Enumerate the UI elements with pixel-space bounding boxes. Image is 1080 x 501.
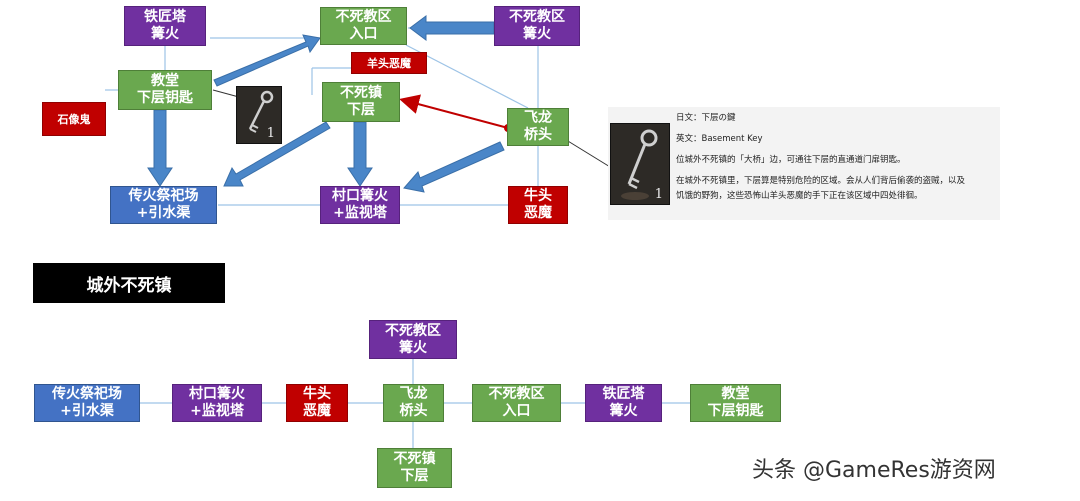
watermark: 头条 @GameRes游资网 [752, 458, 996, 483]
node-label: 下层钥匙 [137, 90, 193, 106]
node-label: 篝火 [609, 403, 638, 419]
node-parish-entrance: 不死教区 入口 [472, 384, 561, 422]
node-church-key: 教堂 下层钥匙 [690, 384, 781, 422]
node-label: 恶魔 [524, 205, 552, 221]
node-label: 教堂 [721, 386, 750, 402]
node-label: 桥头 [399, 403, 428, 419]
node-taurus-demon: 牛头 恶魔 [286, 384, 348, 422]
node-label: 入口 [349, 26, 378, 42]
node-label: +引水渠 [60, 403, 114, 419]
item-desc-line: 饥饿的野狗，这些恐怖山羊头恶魔的手下正在该区域中四处徘徊。 [676, 191, 923, 201]
node-firelink-shrine: 传火祭祀场 +引水渠 [110, 186, 217, 224]
node-label: 铁匠塔 [144, 9, 186, 25]
node-label: 飞龙 [399, 386, 428, 402]
node-lower-burg: 不死镇 下层 [322, 82, 400, 122]
node-label: 篝火 [151, 26, 179, 42]
node-label: 恶魔 [303, 403, 331, 419]
node-label: 传火祭祀场 [128, 188, 199, 204]
item-desc-line: 位城外不死镇的「大桥」边，可通往下层的直通道门扉钥匙。 [676, 155, 906, 165]
node-label: 不死教区 [335, 9, 392, 25]
node-label: 不死教区 [488, 386, 545, 402]
node-drake-bridge: 飞龙 桥头 [383, 384, 444, 422]
node-blacksmith-bonfire: 铁匠塔 篝火 [585, 384, 662, 422]
node-firelink-shrine: 传火祭祀场 +引水渠 [34, 384, 140, 422]
node-label: 传火祭祀场 [52, 386, 122, 402]
item-info-panel: 1 日文：下层の鍵 英文：Basement Key 位城外不死镇的「大桥」边，可… [608, 107, 1000, 220]
key-count: 1 [266, 126, 275, 141]
item-name-en: 英文：Basement Key [676, 134, 763, 144]
node-lower-burg: 不死镇 下层 [377, 448, 452, 488]
node-label: 牛头 [524, 188, 552, 204]
node-taurus-demon-bottom: 牛头 恶魔 [508, 186, 568, 224]
item-name-jp: 日文：下层の鍵 [676, 113, 736, 123]
node-label: 入口 [502, 403, 531, 419]
node-label: 羊头恶魔 [367, 56, 411, 70]
node-label: +监视塔 [333, 205, 387, 221]
node-label: 下层 [400, 468, 429, 484]
node-label: +监视塔 [190, 403, 244, 419]
node-label: 不死教区 [509, 9, 565, 25]
node-parish-bonfire: 不死教区 篝火 [369, 320, 457, 359]
key-icon: 1 [236, 86, 282, 144]
key-icon: 1 [610, 123, 670, 205]
node-label: 石像鬼 [57, 112, 91, 126]
node-village-bonfire: 村口篝火 +监视塔 [320, 186, 400, 224]
key-glyph [621, 129, 658, 200]
node-village-bonfire: 村口篝火 +监视塔 [172, 384, 262, 422]
node-label: 村口篝火 [189, 386, 245, 402]
node-label: 下层 [347, 102, 375, 118]
node-label: 下层钥匙 [707, 403, 764, 419]
key-glyph [248, 90, 274, 133]
thick-arrows [147, 15, 505, 193]
thin-lines-bottom [140, 359, 690, 448]
node-label: +引水渠 [136, 205, 191, 221]
node-label: 教堂 [151, 73, 179, 89]
node-label: 篝火 [399, 339, 427, 356]
node-parish-bonfire: 不死教区 篝火 [494, 6, 580, 46]
node-label: 篝火 [523, 26, 551, 42]
red-arrow [399, 94, 509, 129]
node-church-key: 教堂 下层钥匙 [118, 70, 212, 110]
node-taurus-demon-top: 羊头恶魔 [351, 52, 427, 74]
node-label: 飞龙 [524, 110, 552, 126]
key-count: 1 [654, 187, 663, 202]
node-label: 铁匠塔 [602, 386, 645, 402]
node-drake-bridge: 飞龙 桥头 [507, 108, 569, 146]
node-blacksmith-bonfire: 铁匠塔 篝火 [124, 6, 206, 46]
node-parish-entrance: 不死教区 入口 [320, 7, 407, 45]
node-label: 牛头 [303, 386, 331, 402]
item-info-text: 日文：下层の鍵 英文：Basement Key 位城外不死镇的「大桥」边，可通往… [676, 113, 998, 212]
section-banner: 城外不死镇 [33, 263, 225, 303]
node-label: 桥头 [524, 127, 552, 143]
node-label: 不死镇 [393, 451, 436, 467]
node-label: 不死镇 [340, 85, 382, 101]
node-gargoyle: 石像鬼 [42, 102, 106, 136]
node-label: 村口篝火 [332, 188, 388, 204]
node-label: 不死教区 [385, 322, 441, 339]
item-desc-line: 在城外不死镇里，下层算是特别危险的区域。会从人们背后偷袭的盗贼，以及 [676, 176, 966, 186]
